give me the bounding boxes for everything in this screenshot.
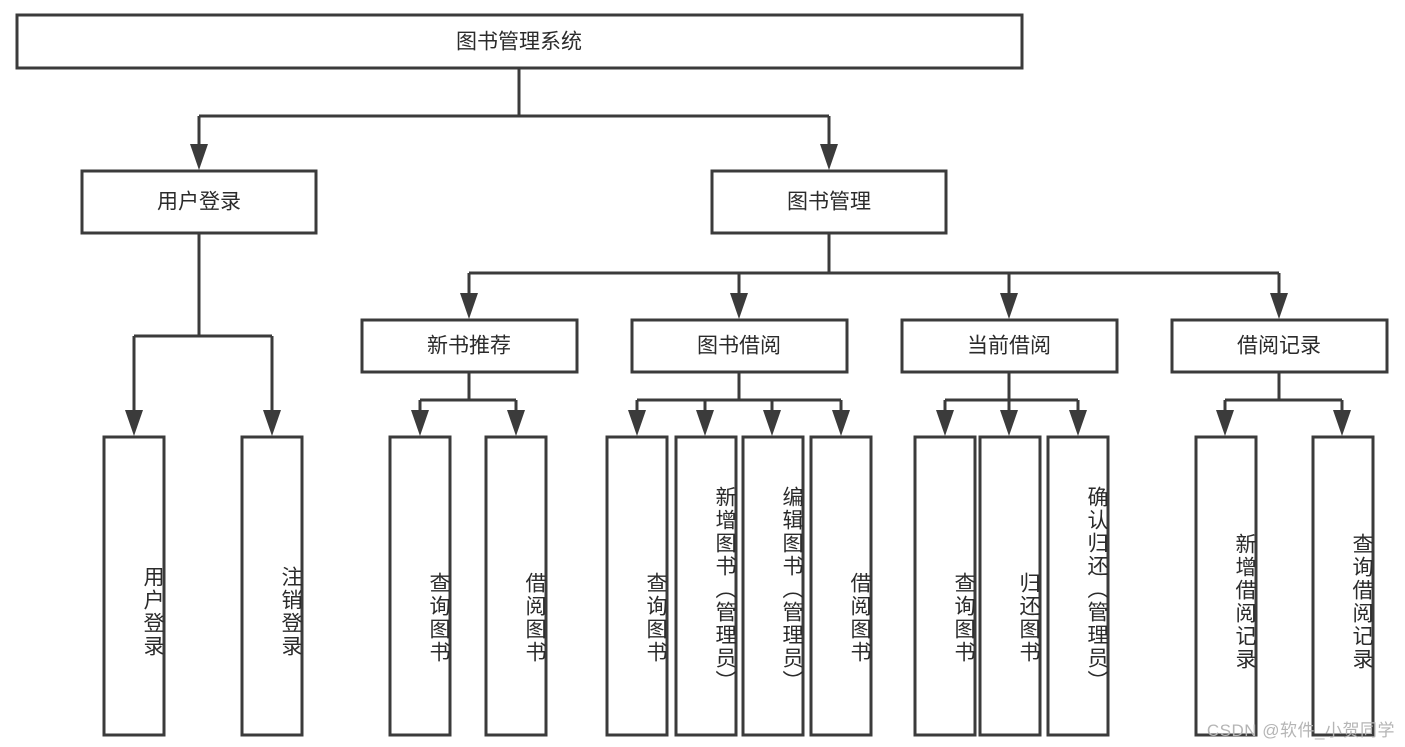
- leaf-confirm-return-admin[interactable]: [1046, 435, 1110, 737]
- leaf-query-book-1[interactable]: [388, 435, 452, 737]
- node-book-management[interactable]: [710, 169, 948, 235]
- node-book-management-group[interactable]: 图书管理: [710, 169, 948, 235]
- node-root-system-group[interactable]: 图书管理系统: [15, 13, 1024, 70]
- node-new-book-recommend-label: 新书推荐: [427, 335, 511, 358]
- node-borrow-record[interactable]: [1170, 318, 1389, 374]
- leaf-add-book-admin[interactable]: [674, 435, 738, 737]
- arrow-head-icon-new-book-recommend: [460, 293, 478, 319]
- arrow-head-icon-leaf-query-book-2: [628, 410, 646, 436]
- leaf-edit-book-admin[interactable]: [741, 435, 805, 737]
- node-user-login-label: 用户登录: [157, 191, 241, 214]
- leaf-query-borrow-record[interactable]: [1311, 435, 1375, 737]
- arrow-head-icon-leaf-user-login: [125, 410, 143, 436]
- node-borrow-record-group[interactable]: 借阅记录: [1170, 318, 1389, 374]
- node-root-system-label: 图书管理系统: [456, 31, 582, 54]
- node-book-borrow[interactable]: [630, 318, 849, 374]
- node-user-login-group[interactable]: 用户登录: [80, 169, 318, 235]
- arrow-head-icon-leaf-add-borrow-record: [1216, 410, 1234, 436]
- arrow-head-icon-leaf-return-book: [1000, 410, 1018, 436]
- arrow-head-icon-book-borrow: [730, 293, 748, 319]
- node-new-book-recommend[interactable]: [360, 318, 579, 374]
- node-current-borrow-label: 当前借阅: [967, 335, 1051, 358]
- arrow-head-icon-book-management: [820, 144, 838, 170]
- node-current-borrow[interactable]: [900, 318, 1119, 374]
- node-book-borrow-label: 图书借阅: [697, 335, 781, 358]
- arrow-head-icon-user-login: [190, 144, 208, 170]
- arrow-head-icon-current-borrow: [1000, 293, 1018, 319]
- arrow-head-icon-leaf-confirm-return-admin: [1069, 410, 1087, 436]
- leaf-borrow-book-1[interactable]: [484, 435, 548, 737]
- arrow-head-icon-borrow-record: [1270, 293, 1288, 319]
- leaf-borrow-book-2[interactable]: [809, 435, 873, 737]
- arrow-head-icon-leaf-borrow-book-1: [507, 410, 525, 436]
- arrow-head-icon-leaf-query-book-3: [936, 410, 954, 436]
- leaf-query-book-2[interactable]: [605, 435, 669, 737]
- leaf-user-login[interactable]: [102, 435, 166, 737]
- arrow-head-icon-leaf-add-book-admin: [696, 410, 714, 436]
- node-borrow-record-label: 借阅记录: [1237, 335, 1321, 358]
- node-current-borrow-group[interactable]: 当前借阅: [900, 318, 1119, 374]
- node-book-borrow-group[interactable]: 图书借阅: [630, 318, 849, 374]
- leaf-query-book-3[interactable]: [913, 435, 977, 737]
- leaf-return-book[interactable]: [978, 435, 1042, 737]
- arrow-head-icon-leaf-edit-book-admin: [763, 410, 781, 436]
- arrow-head-icon-leaf-query-book-1: [411, 410, 429, 436]
- arrow-head-icon-leaf-query-borrow-record: [1333, 410, 1351, 436]
- arrow-head-icon-leaf-borrow-book-2: [832, 410, 850, 436]
- leaf-logout[interactable]: [240, 435, 304, 737]
- node-new-book-recommend-group[interactable]: 新书推荐: [360, 318, 579, 374]
- leaf-add-borrow-record[interactable]: [1194, 435, 1258, 737]
- node-book-management-label: 图书管理: [787, 191, 871, 214]
- node-root-system[interactable]: [15, 13, 1024, 70]
- arrow-head-icon-leaf-logout: [263, 410, 281, 436]
